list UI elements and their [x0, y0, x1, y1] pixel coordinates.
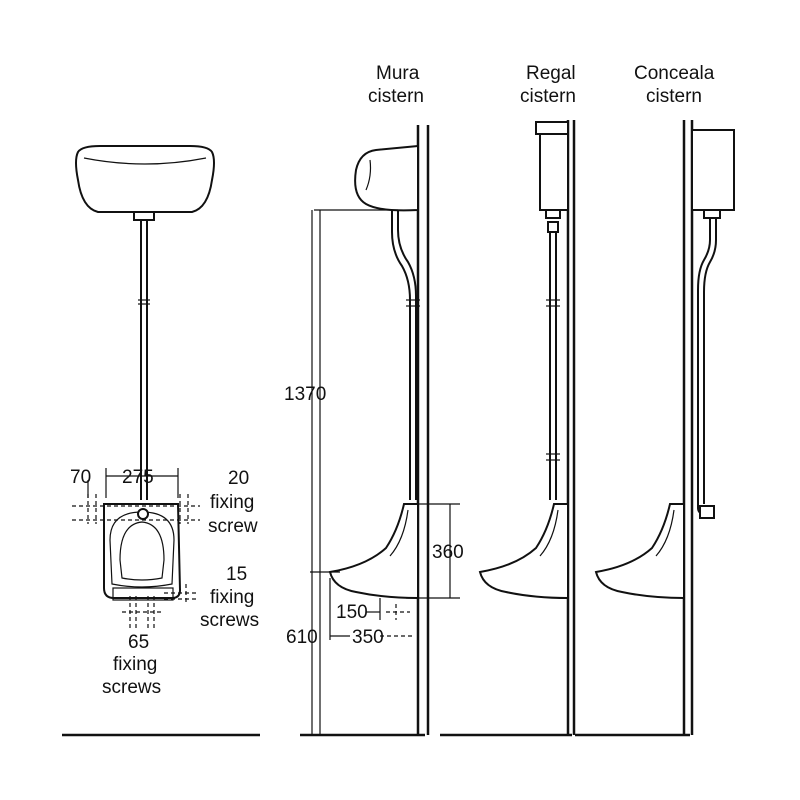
dim-275-label: 275	[122, 467, 154, 488]
dim-150-label: 150	[336, 602, 368, 623]
screw-side-line1: fixing	[210, 587, 254, 608]
conceala-urinal	[594, 503, 685, 600]
mura-title-line2: cistern	[368, 86, 424, 107]
dim-70-label: 70	[70, 467, 91, 488]
screw-top-qty: 20	[228, 468, 249, 489]
regal-side-view	[440, 120, 576, 737]
screw-top-line2: screw	[208, 516, 258, 537]
screw-bottom-qty: 65	[128, 632, 149, 653]
mura-title-line1: Mura	[376, 63, 420, 84]
dim-1370-label: 1370	[284, 384, 326, 405]
regal-urinal	[478, 503, 569, 600]
dim-360-label: 360	[432, 542, 464, 563]
dim-610-label: 610	[286, 627, 318, 648]
mura-urinal	[328, 503, 419, 600]
screw-top-line1: fixing	[210, 492, 254, 513]
conceala-title-line2: cistern	[646, 86, 702, 107]
regal-title-line1: Regal	[526, 63, 576, 84]
mura-side-view	[300, 125, 460, 737]
front-urinal	[103, 503, 182, 599]
dim-350-label: 350	[352, 627, 384, 648]
screw-side-line2: screws	[200, 610, 259, 631]
screw-side-qty: 15	[226, 564, 247, 585]
mura-cistern	[354, 144, 419, 212]
regal-title-line2: cistern	[520, 86, 576, 107]
regal-cistern	[535, 121, 569, 135]
front-cistern	[75, 145, 215, 213]
screw-bottom-line2: screws	[102, 677, 161, 698]
screw-bottom-line1: fixing	[113, 654, 157, 675]
front-view	[62, 145, 260, 737]
conceala-side-view	[575, 120, 735, 737]
conceala-title-line1: Conceala	[634, 63, 715, 84]
conceala-cistern	[691, 129, 735, 211]
